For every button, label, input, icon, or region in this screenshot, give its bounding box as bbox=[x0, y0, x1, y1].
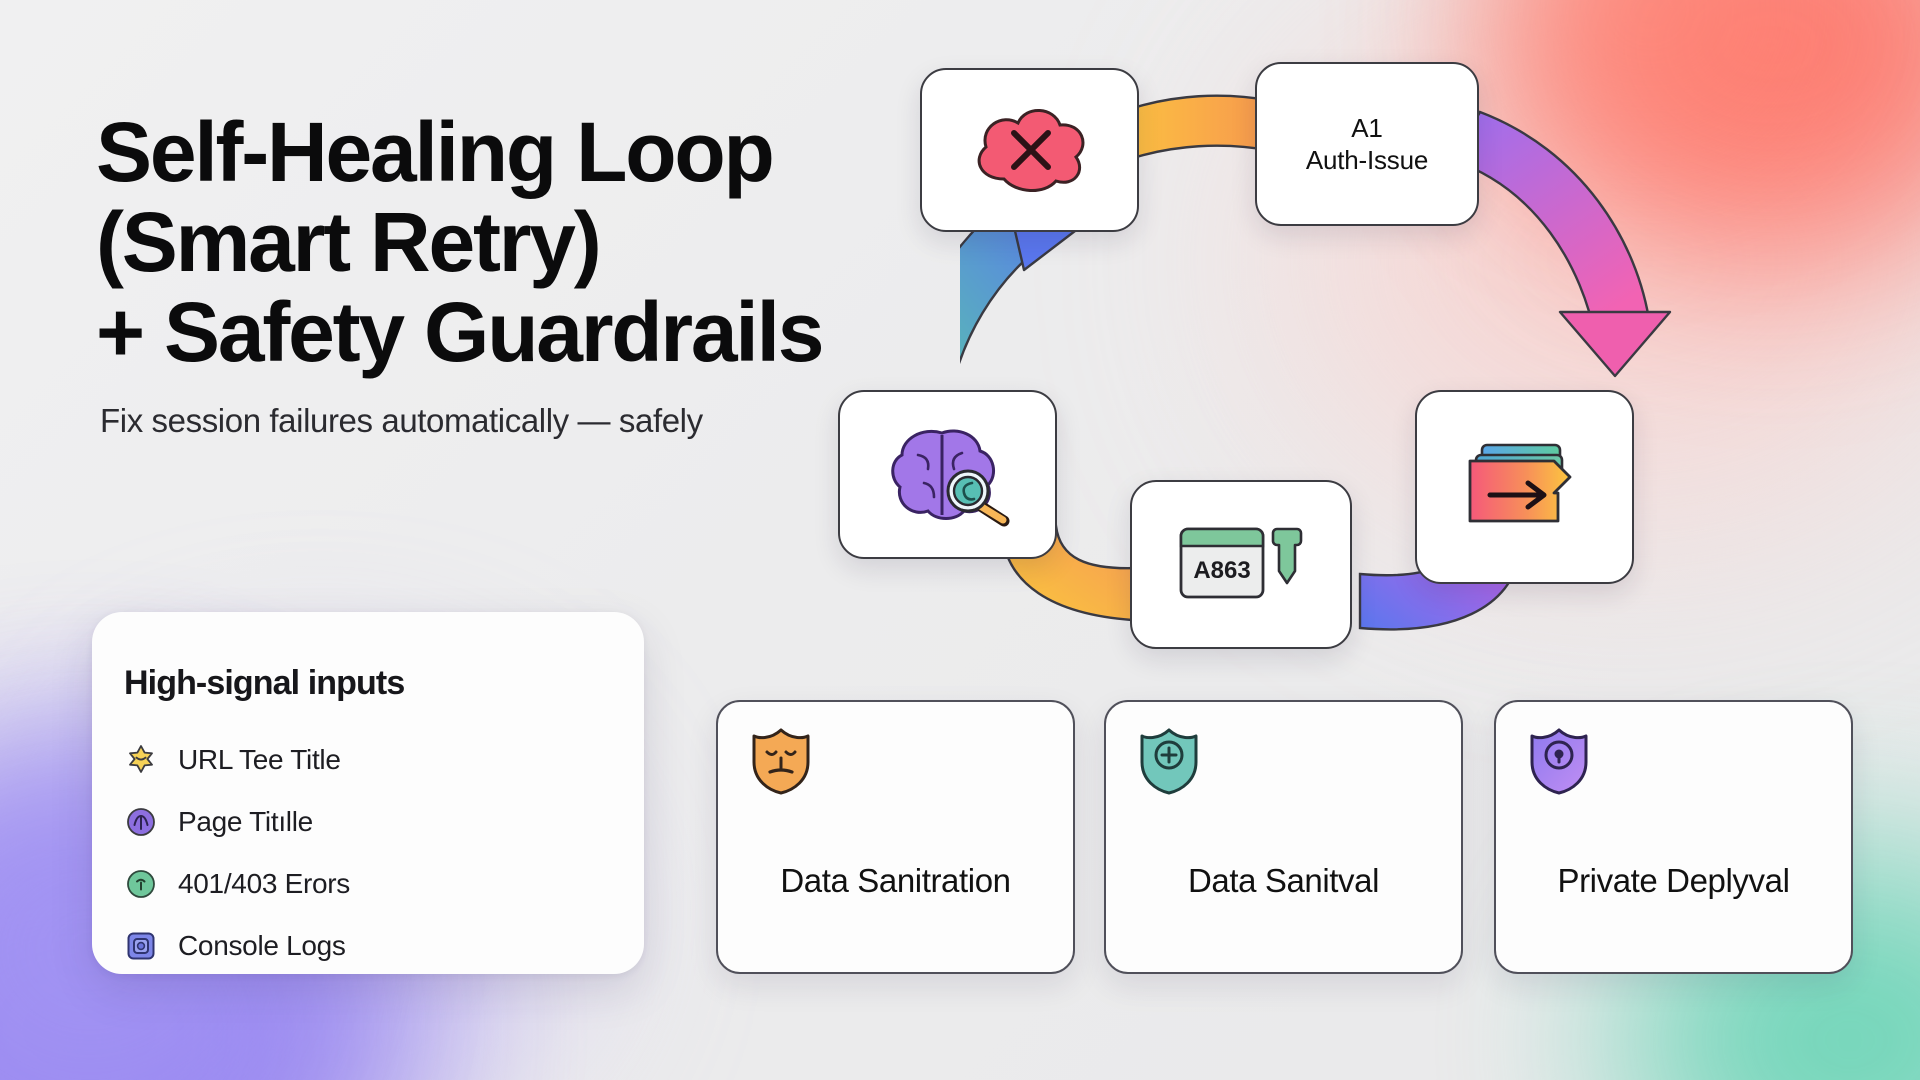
loop-node-apply-fix[interactable] bbox=[1415, 390, 1634, 584]
high-signal-heading: High-signal inputs bbox=[124, 664, 405, 702]
list-item-label: 401/403 Erors bbox=[178, 868, 350, 899]
cloud-error-icon bbox=[977, 109, 1084, 193]
loop-node-failure[interactable] bbox=[920, 68, 1139, 232]
loop-node-auth-line-1: A1 bbox=[1351, 112, 1383, 143]
list-item-label: Page Titılle bbox=[178, 806, 313, 837]
guardrail-card-data-sanitration[interactable]: Data Sanitration bbox=[716, 700, 1075, 974]
shield-teal-icon bbox=[1140, 728, 1198, 795]
page-title-line-2: (Smart Retry) bbox=[96, 194, 602, 289]
page-title-line-3: + Safety Guardrails bbox=[96, 284, 824, 379]
high-signal-list: URL Tee Title Page Titılle 401/403 Erors bbox=[92, 729, 644, 977]
loop-node-auth-line-2: Auth-Issue bbox=[1305, 145, 1429, 175]
list-item-label: URL Tee Title bbox=[178, 744, 341, 775]
guardrail-card-data-sanitval[interactable]: Data Sanitval bbox=[1104, 700, 1463, 974]
hero-text-block: Self-Healing Loop (Smart Retry) + Safety… bbox=[96, 105, 1046, 440]
loop-node-diagnose[interactable] bbox=[838, 390, 1057, 559]
list-item[interactable]: URL Tee Title bbox=[124, 729, 644, 791]
self-healing-loop-diagram: A1 Auth-Issue bbox=[838, 40, 1900, 660]
list-item-label: Console Logs bbox=[178, 930, 346, 961]
star-badge-icon bbox=[129, 745, 153, 773]
loop-node-token[interactable]: A863 bbox=[1130, 480, 1352, 649]
high-signal-inputs-card: High-signal inputs URL Tee Title Page Ti… bbox=[92, 612, 644, 974]
token-card-icon: A863 bbox=[1179, 527, 1303, 598]
shield-purple-icon bbox=[1530, 728, 1588, 795]
guardrail-card-private-deplyval[interactable]: Private Deplyval bbox=[1494, 700, 1853, 974]
guardrail-label: Data Sanitration bbox=[780, 862, 1011, 899]
page-circle-icon bbox=[127, 808, 155, 836]
page-title: Self-Healing Loop (Smart Retry) + Safety… bbox=[96, 105, 1046, 379]
arrow-right-head bbox=[1558, 310, 1672, 378]
list-item[interactable]: 401/403 Erors bbox=[124, 853, 644, 915]
error-circle-icon bbox=[127, 870, 155, 898]
arrow-right bbox=[1450, 110, 1652, 342]
loop-node-auth-issue[interactable]: A1 Auth-Issue bbox=[1255, 62, 1479, 226]
list-item[interactable]: Page Titılle bbox=[124, 791, 644, 853]
brain-search-icon bbox=[890, 429, 1009, 526]
token-card-text: A863 bbox=[1193, 557, 1250, 584]
page-subtitle: Fix session failures automatically — saf… bbox=[100, 401, 703, 439]
page-title-line-1: Self-Healing Loop bbox=[96, 105, 775, 199]
list-item[interactable]: Console Logs bbox=[124, 915, 644, 977]
guardrail-label: Data Sanitval bbox=[1187, 862, 1380, 899]
guardrail-label: Private Deplyval bbox=[1557, 862, 1790, 899]
console-square-icon bbox=[127, 932, 155, 960]
loop-node-auth-label: A1 Auth-Issue bbox=[1306, 112, 1428, 177]
shield-orange-icon bbox=[752, 728, 810, 795]
folder-arrow-icon bbox=[1468, 443, 1571, 523]
